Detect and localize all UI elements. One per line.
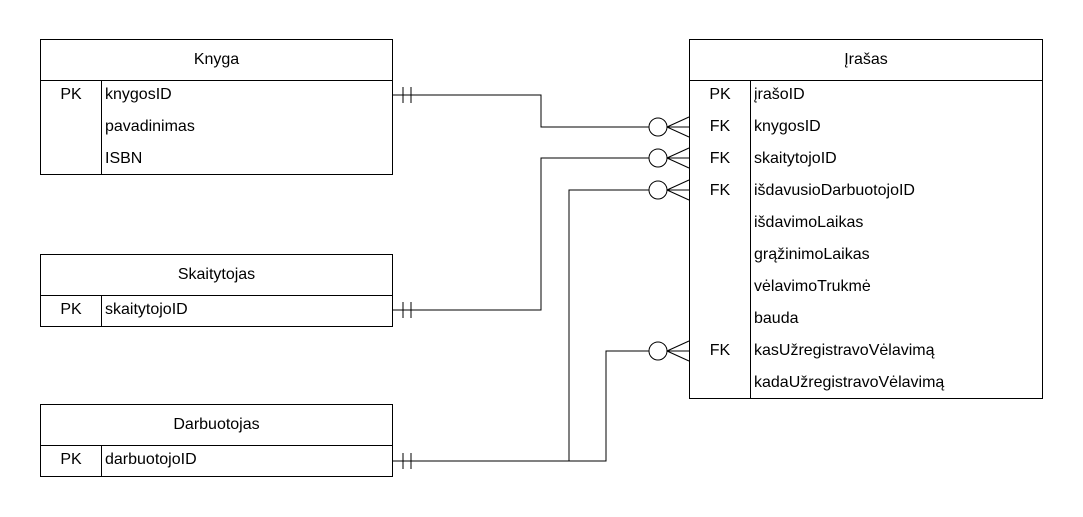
key-label: PK — [60, 86, 82, 103]
entity-irasas: Įrašas PK įrašoID FK knygosID FK skaityt… — [689, 39, 1043, 399]
entity-row: išdavimoLaikas — [690, 207, 1042, 239]
relationship-skaitytojas-irasas — [393, 147, 690, 318]
key-column — [690, 80, 751, 398]
key-column — [41, 445, 102, 476]
key-label: PK — [60, 301, 82, 318]
entity-row: PK skaitytojoID — [41, 294, 392, 326]
field-label: vėlavimoTrukmė — [754, 278, 871, 295]
field-label: išdavusioDarbuotojoID — [754, 182, 915, 199]
field-label: skaitytojoID — [754, 150, 837, 167]
relationship-darbuotojas-irasas-isdavusio — [393, 179, 690, 469]
relationship-darbuotojas-irasas-registravo — [569, 340, 690, 462]
field-label: skaitytojoID — [105, 301, 188, 318]
key-label: PK — [60, 451, 82, 468]
entity-row: FK kasUžregistravoVėlavimą — [690, 335, 1042, 367]
field-label: įrašoID — [754, 86, 805, 103]
field-label: knygosID — [754, 118, 821, 135]
field-label: išdavimoLaikas — [754, 214, 864, 231]
entity-skaitytojas: Skaitytojas PK skaitytojoID — [40, 254, 393, 327]
field-label: kasUžregistravoVėlavimą — [754, 342, 935, 359]
key-column — [41, 295, 102, 326]
field-label: darbuotojoID — [105, 451, 197, 468]
entity-row: FK knygosID — [690, 111, 1042, 143]
entity-row: kadaUžregistravoVėlavimą — [690, 367, 1042, 399]
entity-row: bauda — [690, 303, 1042, 335]
entity-knyga: Knyga PK knygosID pavadinimas ISBN — [40, 39, 393, 175]
field-label: pavadinimas — [105, 118, 195, 135]
entity-title: Knyga — [41, 40, 392, 81]
entity-row: grąžinimoLaikas — [690, 239, 1042, 271]
field-label: grąžinimoLaikas — [754, 246, 870, 263]
entity-row: pavadinimas — [41, 111, 392, 143]
entity-row: PK darbuotojoID — [41, 444, 392, 476]
field-label: ISBN — [105, 150, 143, 167]
field-label: knygosID — [105, 86, 172, 103]
key-column — [41, 80, 102, 174]
entity-darbuotojas: Darbuotojas PK darbuotojoID — [40, 404, 393, 477]
key-label: FK — [709, 118, 731, 135]
key-label: PK — [709, 86, 731, 103]
entity-row: PK knygosID — [41, 79, 392, 111]
key-label: FK — [709, 342, 731, 359]
entity-row: FK skaitytojoID — [690, 143, 1042, 175]
field-label: bauda — [754, 310, 799, 327]
field-label: kadaUžregistravoVėlavimą — [754, 374, 945, 391]
entity-row: FK išdavusioDarbuotojoID — [690, 175, 1042, 207]
entity-row: PK įrašoID — [690, 79, 1042, 111]
key-label: FK — [709, 150, 731, 167]
relationship-knyga-irasas — [393, 87, 690, 138]
entity-title: Skaitytojas — [41, 255, 392, 296]
entity-title: Įrašas — [690, 40, 1042, 81]
entity-row: ISBN — [41, 143, 392, 175]
entity-row: vėlavimoTrukmė — [690, 271, 1042, 303]
key-label: FK — [709, 182, 731, 199]
entity-title: Darbuotojas — [41, 405, 392, 446]
